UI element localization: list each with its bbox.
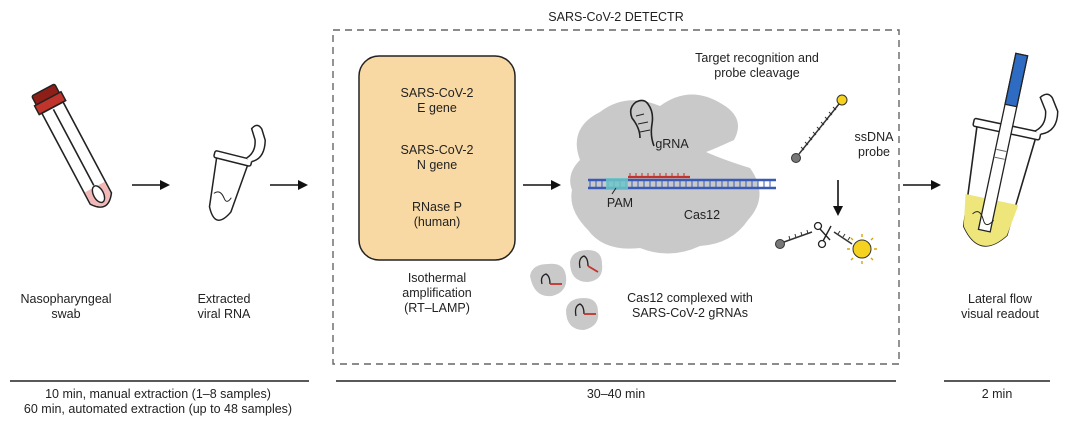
lateral-flow-tube-illustration — [962, 52, 1059, 247]
amplification-box — [358, 55, 516, 261]
timeline-extraction-label: 10 min, manual extraction (1–8 samples)6… — [23, 387, 293, 416]
detectr-title: SARS-CoV-2 DETECTR — [548, 10, 684, 24]
target-rnase-p: RNase P(human) — [411, 200, 463, 229]
timeline-readout-label: 2 min — [981, 387, 1013, 401]
cas12-complexes-illustration — [530, 250, 603, 330]
cleaved-probe-illustration — [775, 221, 877, 264]
grna-label: gRNA — [655, 137, 689, 151]
pam-label: PAM — [606, 196, 634, 210]
timeline-detectr-label: 30–40 min — [586, 387, 646, 401]
detectr-box — [332, 29, 900, 365]
fluorescence-sun-icon — [847, 234, 877, 264]
cas12-protein-illustration — [570, 94, 776, 254]
rna-tube-illustration — [208, 124, 266, 221]
swab-tube-illustration — [31, 83, 113, 208]
scissors-icon — [813, 221, 832, 249]
ssdna-probe-illustration — [791, 94, 848, 163]
cas12-label: Cas12 — [683, 208, 721, 222]
